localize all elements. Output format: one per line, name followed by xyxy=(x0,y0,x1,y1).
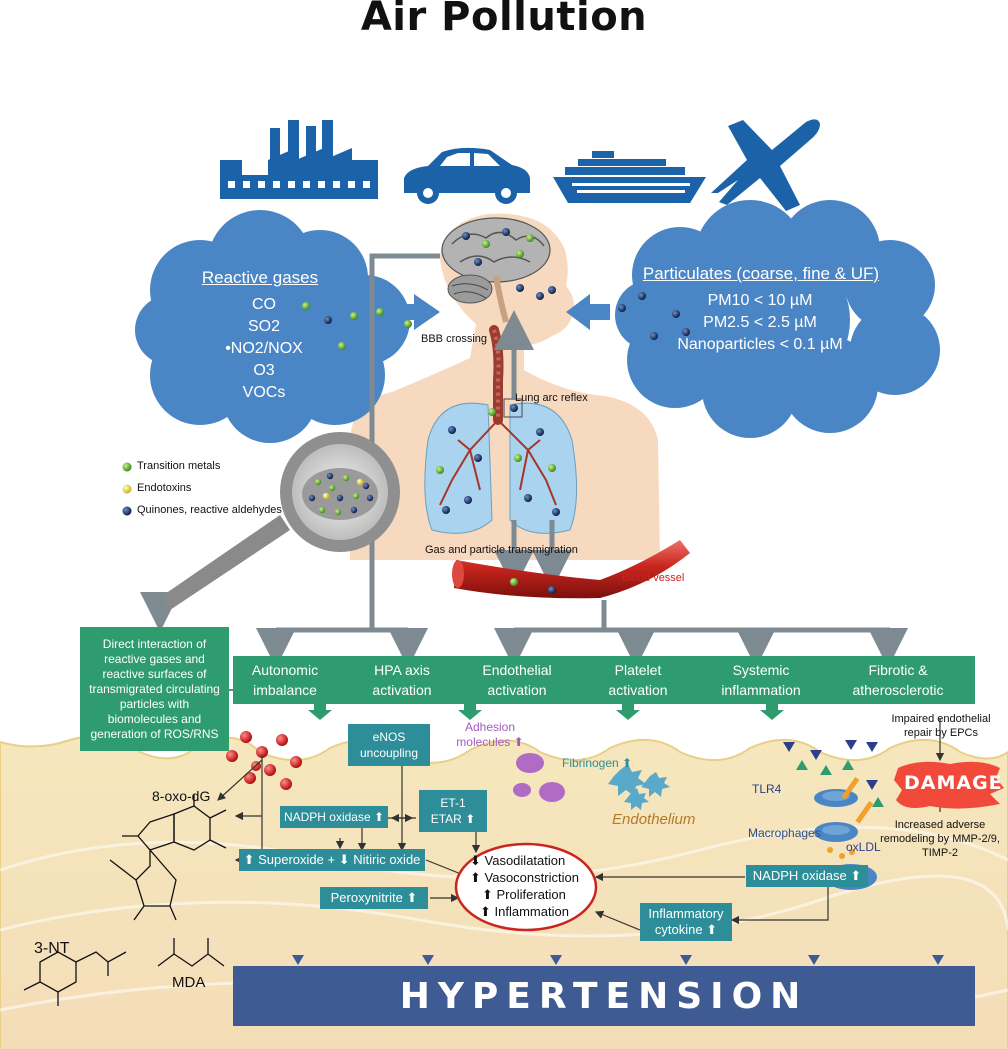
pathway-lines xyxy=(140,253,908,668)
outcome-item: ⬆ Vasoconstriction xyxy=(470,870,579,885)
et1-box: ET-1 ETAR ⬆ xyxy=(419,790,487,832)
superoxide-box: ⬆ Superoxide + ⬇ Nitiric oxide xyxy=(239,849,425,871)
particulates-heading: Particulates (coarse, fine & UF) xyxy=(642,264,880,283)
legend-dots xyxy=(122,462,132,516)
particulate-item: PM2.5 < 2.5 µM xyxy=(703,314,817,331)
pathway-hpa: HPA axis activation xyxy=(372,662,432,698)
endothelium-label: Endothelium xyxy=(612,811,696,828)
pathways-bar: Autonomic imbalance HPA axis activation … xyxy=(233,656,975,718)
car-icon xyxy=(404,147,530,204)
gas-item: VOCs xyxy=(242,384,286,401)
legend-endotoxins: Endotoxins xyxy=(137,482,192,494)
8-oxo-dG-structure xyxy=(109,794,227,921)
reactive-gases-heading: Reactive gases xyxy=(201,268,319,287)
direct-interaction-text: Direct interaction of reactive gases and… xyxy=(89,636,220,741)
outcome-list: ⬇ Vasodilatation ⬆ Vasoconstriction ⬆ Pr… xyxy=(470,852,600,920)
bbb-label: BBB crossing xyxy=(421,333,488,345)
MDA-structure xyxy=(157,938,225,967)
blood-vessel xyxy=(452,540,690,599)
airplane-icon xyxy=(711,119,820,211)
pathway-fibrotic: Fibrotic & atherosclerotic pathways xyxy=(852,662,944,718)
diagram-title: Air Pollution xyxy=(360,0,648,40)
particulates-list: PM10 < 10 µM PM2.5 < 2.5 µM Nanoparticle… xyxy=(652,290,868,356)
legend-quinones: Quinones, reactive aldehydes xyxy=(137,504,282,516)
macrophages-label: Macrophages xyxy=(748,826,821,840)
pathway-platelet: Platelet activation xyxy=(608,662,668,698)
ship-icon xyxy=(553,151,706,203)
tlr4-label: TLR4 xyxy=(752,782,782,796)
oxldl-label: oxLDL xyxy=(846,840,881,854)
adhesion-label: Adhesion molecules ⬆ xyxy=(456,720,524,749)
gas-item: CO xyxy=(252,296,276,313)
outcome-item: ⬆ Proliferation xyxy=(482,887,566,902)
platelets xyxy=(608,764,670,810)
impaired-repair-label: Impaired endothelial repair by EPCs xyxy=(891,713,991,739)
blood-vessel-label: Blood vessel xyxy=(622,572,685,584)
8-oxo-dG-label: 8-oxo-dG xyxy=(152,788,211,804)
particulate-item: Nanoparticles < 0.1 µM xyxy=(677,336,843,353)
transmigration-label: Gas and particle transmigration xyxy=(425,544,578,556)
particulate-item: PM10 < 10 µM xyxy=(707,292,813,309)
tlr4-triangles xyxy=(783,740,884,807)
cloud-arrows xyxy=(388,294,610,330)
magnifying-glass xyxy=(162,432,400,610)
legend-transition-metals: Transition metals xyxy=(137,460,221,472)
3-NT-structure xyxy=(23,951,127,1006)
gas-item: SO2 xyxy=(247,318,280,335)
damage-splash xyxy=(894,761,1004,809)
remodeling-label: Increased adverse remodeling by MMP-2/9,… xyxy=(880,819,1000,859)
gas-item: •NO2/NOX xyxy=(225,340,303,357)
pathway-systemic: Systemic inflammation xyxy=(721,662,801,698)
reactive-gases-cloud xyxy=(135,210,410,443)
pathway-endothelial: Endothelial activation xyxy=(482,662,552,698)
outcome-item: ⬇ Vasodilatation xyxy=(470,853,566,868)
outcome-item: ⬆ Inflammation xyxy=(480,904,569,919)
nadph-oxidase-box-right: NADPH oxidase ⬆ xyxy=(746,865,868,887)
inflammatory-cytokine-box: Inflammatory cytokine ⬆ xyxy=(640,903,732,941)
enos-box: eNOS uncoupling xyxy=(348,724,430,766)
gas-item: O3 xyxy=(253,362,275,379)
direct-interaction-box: Direct interaction of reactive gases and… xyxy=(80,627,229,751)
adhesion-cells xyxy=(513,753,565,802)
fibrinogen-label: Fibrinogen ⬆ xyxy=(562,756,633,770)
pathway-down-arrows xyxy=(308,704,784,720)
nadph-oxidase-box-left: NADPH oxidase ⬆ xyxy=(280,806,388,828)
3-nt-label: 3-NT xyxy=(34,940,70,957)
outcome-oval xyxy=(454,842,598,932)
damage-label: DAMAGE xyxy=(904,772,1003,794)
factory-icon xyxy=(220,120,378,199)
peroxynitrite-box: Peroxynitrite ⬆ xyxy=(320,887,428,909)
pathway-autonomic: Autonomic imbalance xyxy=(251,662,319,698)
particulates-cloud xyxy=(615,200,940,438)
lung-arc-label: Lung arc reflex xyxy=(515,392,588,404)
hypertension-arrows xyxy=(292,955,944,965)
reactive-gases-list: CO SO2 •NO2/NOX O3 VOCs xyxy=(224,294,304,404)
ros-dots xyxy=(226,731,302,790)
hypertension-bar: HYPERTENSION xyxy=(233,966,975,1026)
mda-label: MDA xyxy=(172,974,206,991)
